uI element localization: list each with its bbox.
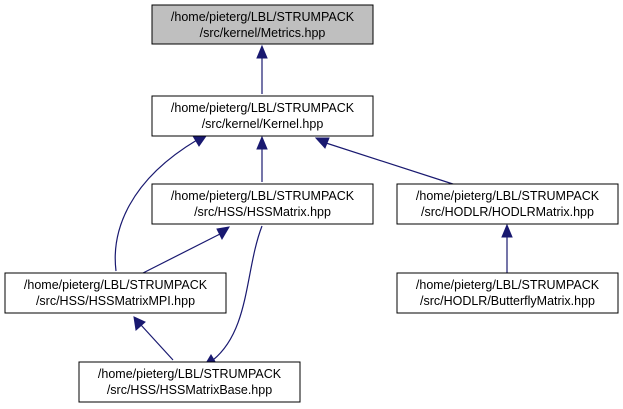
- arrowhead-hss-from-mpi: [216, 226, 230, 241]
- node-label-line1: /home/pieterg/LBL/STRUMPACK: [416, 278, 600, 292]
- node-label-line1: /home/pieterg/LBL/STRUMPACK: [416, 189, 600, 203]
- edge-hssmatrixmpi-to-hssmatrix: [142, 233, 221, 274]
- arrowhead-kernel-from-hodlr: [314, 137, 330, 149]
- node-kernel[interactable]: /home/pieterg/LBL/STRUMPACK /src/kernel/…: [151, 95, 374, 137]
- node-label-line2: /src/HSS/HSSMatrix.hpp: [194, 205, 331, 219]
- arrowhead-kernel-from-hss: [256, 135, 268, 150]
- node-label-line1: /home/pieterg/LBL/STRUMPACK: [171, 10, 355, 24]
- node-box: [396, 183, 619, 225]
- node-box: [151, 95, 374, 137]
- node-metrics[interactable]: /home/pieterg/LBL/STRUMPACK /src/kernel/…: [151, 4, 374, 45]
- arrowhead-hodlr-from-butterfly: [501, 223, 513, 238]
- node-label-line1: /home/pieterg/LBL/STRUMPACK: [24, 278, 208, 292]
- node-butterflymatrix[interactable]: /home/pieterg/LBL/STRUMPACK /src/HODLR/B…: [396, 272, 619, 314]
- edge-hodlrmatrix-to-kernel: [325, 142, 457, 186]
- node-hssmatrix[interactable]: /home/pieterg/LBL/STRUMPACK /src/HSS/HSS…: [151, 183, 374, 225]
- node-hssmatrixbase[interactable]: /home/pieterg/LBL/STRUMPACK /src/HSS/HSS…: [78, 361, 301, 403]
- edge-hssmatrixbase-to-hssmatrix: [212, 225, 263, 361]
- node-label-line2: /src/HODLR/HODLRMatrix.hpp: [421, 205, 594, 219]
- edge-hssmatrixbase-to-hssmatrixmpi: [140, 324, 174, 361]
- node-hssmatrixmpi[interactable]: /home/pieterg/LBL/STRUMPACK /src/HSS/HSS…: [4, 272, 227, 314]
- node-box: [396, 272, 619, 314]
- node-box: [151, 4, 374, 45]
- node-label-line2: /src/HSS/HSSMatrixMPI.hpp: [36, 294, 195, 308]
- edge-hssmatrixmpi-to-kernel: [114, 139, 198, 272]
- arrowhead-metrics: [256, 44, 268, 59]
- node-box: [4, 272, 227, 314]
- node-label-line1: /home/pieterg/LBL/STRUMPACK: [98, 367, 282, 381]
- node-hodlrmatrix[interactable]: /home/pieterg/LBL/STRUMPACK /src/HODLR/H…: [396, 183, 619, 225]
- node-box: [151, 183, 374, 225]
- node-label-line1: /home/pieterg/LBL/STRUMPACK: [171, 189, 355, 203]
- arrowhead-mpi-from-base: [133, 316, 146, 331]
- node-label-line2: /src/HODLR/ButterflyMatrix.hpp: [420, 294, 595, 308]
- node-label-line2: /src/kernel/Kernel.hpp: [202, 117, 324, 131]
- node-label-line2: /src/kernel/Metrics.hpp: [200, 26, 326, 40]
- node-label-line2: /src/HSS/HSSMatrixBase.hpp: [107, 383, 272, 397]
- node-label-line1: /home/pieterg/LBL/STRUMPACK: [171, 101, 355, 115]
- node-box: [78, 361, 301, 403]
